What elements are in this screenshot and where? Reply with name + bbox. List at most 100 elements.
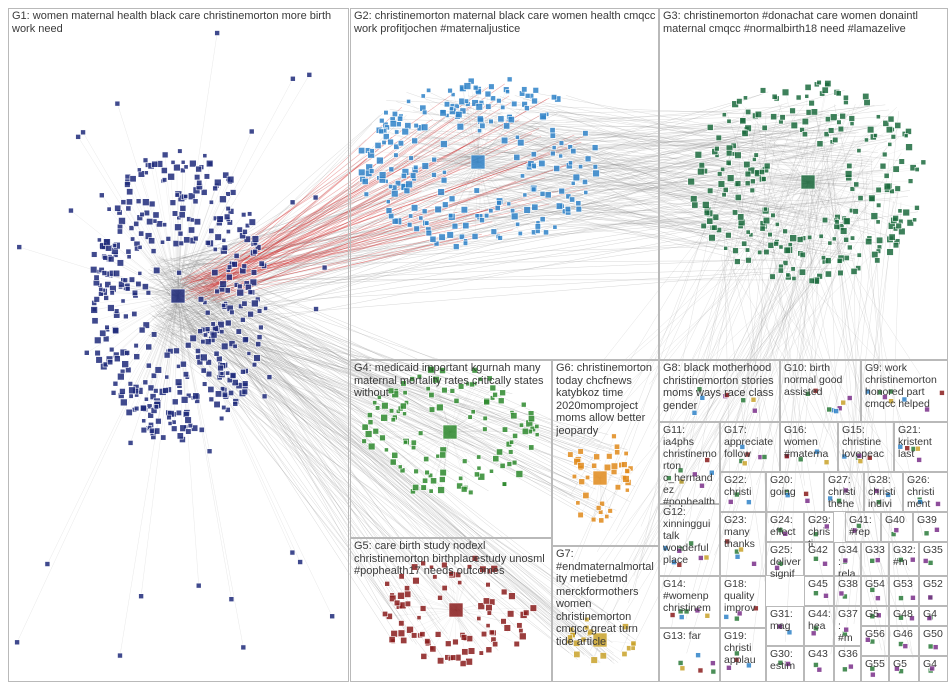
group-label-g22: G22: christi bbox=[724, 474, 763, 498]
group-box-g12: G12: xinninggui talk wonderful place bbox=[659, 504, 720, 576]
group-label-g57: G5 bbox=[865, 608, 886, 620]
group-box-g41: G41: #rep bbox=[845, 512, 881, 542]
group-label-g19: G19: christi applau bbox=[724, 630, 763, 666]
group-label-g59: G5 bbox=[893, 658, 916, 670]
group-label-g18: G18: quality improv bbox=[724, 578, 763, 614]
group-label-g48: G48 bbox=[893, 608, 916, 620]
group-label-g28: G28: christi indivi bbox=[868, 474, 900, 510]
group-box-g18: G18: quality improv bbox=[720, 576, 766, 628]
group-label-g9: G9: work christinemorton honored part cm… bbox=[865, 362, 945, 410]
group-label-g8: G8: black motherhood christinemorton sto… bbox=[663, 362, 777, 412]
group-label-g20: G20: going bbox=[770, 474, 821, 498]
group-label-g50: G50 bbox=[923, 628, 945, 640]
group-label-g43: G43 bbox=[808, 648, 831, 660]
group-label-g32: G32: #m bbox=[893, 544, 916, 568]
group-label-g56: G56 bbox=[865, 628, 886, 640]
group-box-g19: G19: christi applau bbox=[720, 628, 766, 682]
group-label-g5: G5: care birth study nodexl christinemor… bbox=[354, 540, 549, 578]
group-box-g24: G24: effect bbox=[766, 512, 804, 542]
group-box-g25: G25: deliver signif bbox=[766, 542, 804, 576]
group-label-g42: G42 bbox=[808, 544, 831, 556]
group-label-g15: G15: christine lovepeac bbox=[842, 424, 891, 460]
group-label-g3: G3: christinemorton #donachat care women… bbox=[663, 10, 945, 35]
group-box-g52: G52 bbox=[919, 576, 948, 606]
group-box-g47: G4 bbox=[919, 606, 948, 626]
group-box-g39: G39 bbox=[913, 512, 948, 542]
group-label-g31: G31: mag bbox=[770, 608, 801, 632]
group-box-g40: G40 bbox=[881, 512, 913, 542]
group-label-g16: G16: women #materna bbox=[784, 424, 835, 460]
group-label-g54: G54 bbox=[865, 578, 886, 590]
group-box-g37: G37: #m bbox=[834, 606, 861, 646]
group-box-g28: G28: christi indivi bbox=[864, 472, 903, 512]
group-box-g48: G48 bbox=[889, 606, 919, 626]
group-box-g9: G9: work christinemorton honored part cm… bbox=[861, 360, 948, 422]
group-label-g40: G40 bbox=[885, 514, 910, 526]
group-box-g57: G5 bbox=[861, 606, 889, 626]
group-label-g36: G36 bbox=[838, 648, 858, 660]
group-box-g16: G16: women #materna bbox=[780, 422, 838, 472]
group-box-g17: G17: appreciate follow bbox=[720, 422, 780, 472]
group-label-g2: G2: christinemorton maternal black care … bbox=[354, 10, 656, 35]
group-label-g25: G25: deliver signif bbox=[770, 544, 801, 580]
group-label-g33: G33 bbox=[865, 544, 886, 556]
group-box-g36: G36 bbox=[834, 646, 861, 682]
group-label-g26: G26: christi ment bbox=[907, 474, 945, 510]
group-label-g55: G55 bbox=[865, 658, 886, 670]
group-box-g5: G5: care birth study nodexl christinemor… bbox=[350, 538, 552, 682]
group-box-g53: G53 bbox=[889, 576, 919, 606]
group-box-g29: G29: christi bbox=[804, 512, 834, 542]
group-box-g59: G5 bbox=[889, 656, 919, 682]
group-label-g58: G4 bbox=[923, 658, 945, 670]
group-box-g2: G2: christinemorton maternal black care … bbox=[350, 8, 659, 360]
group-label-g17: G17: appreciate follow bbox=[724, 424, 777, 460]
group-label-g45: G45 bbox=[808, 578, 831, 590]
group-box-g50: G50 bbox=[919, 626, 948, 656]
group-label-g4: G4: medicaid important kgurnah many mate… bbox=[354, 362, 549, 400]
group-box-g27: G27: christi thehe bbox=[824, 472, 864, 512]
group-label-g39: G39 bbox=[917, 514, 945, 526]
group-box-g56: G56 bbox=[861, 626, 889, 656]
group-label-g47: G4 bbox=[923, 608, 945, 620]
group-box-g7: G7: #endmaternalmortality metiebetmd mer… bbox=[552, 546, 659, 682]
group-box-g58: G4 bbox=[919, 656, 948, 682]
group-box-g20: G20: going bbox=[766, 472, 824, 512]
group-label-g35: G35 bbox=[923, 544, 945, 556]
group-label-g11: G11: ia4phs christinemorton c_hernandez … bbox=[663, 424, 717, 508]
group-box-g3: G3: christinemorton #donachat care women… bbox=[659, 8, 948, 360]
group-label-g6: G6: christinemorton today chcfnews katyb… bbox=[556, 362, 656, 437]
group-label-g24: G24: effect bbox=[770, 514, 801, 538]
group-label-g14: G14: #womenp christinem bbox=[663, 578, 717, 614]
group-box-g30: G30: estim bbox=[766, 646, 804, 682]
group-box-g34: G34: rela bbox=[834, 542, 861, 576]
group-box-g11: G11: ia4phs christinemorton c_hernandez … bbox=[659, 422, 720, 504]
group-label-g1: G1: women maternal health black care chr… bbox=[12, 10, 346, 35]
group-box-g10: G10: birth normal good assisted bbox=[780, 360, 861, 422]
group-label-g34: G34: rela bbox=[838, 544, 858, 580]
group-label-g27: G27: christi thehe bbox=[828, 474, 861, 510]
group-label-g12: G12: xinninggui talk wonderful place bbox=[663, 506, 717, 566]
group-box-g22: G22: christi bbox=[720, 472, 766, 512]
group-box-g38: G38 bbox=[834, 576, 861, 606]
group-box-g21: G21: kristent last bbox=[894, 422, 948, 472]
group-label-g37: G37: #m bbox=[838, 608, 858, 644]
group-box-g4: G4: medicaid important kgurnah many mate… bbox=[350, 360, 552, 538]
group-box-g31: G31: mag bbox=[766, 606, 804, 646]
group-box-g46: G46 bbox=[889, 626, 919, 656]
group-label-g52: G52 bbox=[923, 578, 945, 590]
group-box-g43: G43 bbox=[804, 646, 834, 682]
group-box-g1: G1: women maternal health black care chr… bbox=[8, 8, 349, 682]
group-box-g8: G8: black motherhood christinemorton sto… bbox=[659, 360, 780, 422]
group-label-g38: G38 bbox=[838, 578, 858, 590]
group-box-g23: G23: many thanks bbox=[720, 512, 766, 576]
group-box-g32: G32: #m bbox=[889, 542, 919, 576]
group-label-g7: G7: #endmaternalmortality metiebetmd mer… bbox=[556, 548, 656, 648]
group-label-g13: G13: far bbox=[663, 630, 717, 642]
group-label-g46: G46 bbox=[893, 628, 916, 640]
group-box-g55: G55 bbox=[861, 656, 889, 682]
group-box-g33: G33 bbox=[861, 542, 889, 576]
group-box-g42: G42 bbox=[804, 542, 834, 576]
group-box-g13: G13: far bbox=[659, 628, 720, 682]
group-label-g21: G21: kristent last bbox=[898, 424, 945, 460]
